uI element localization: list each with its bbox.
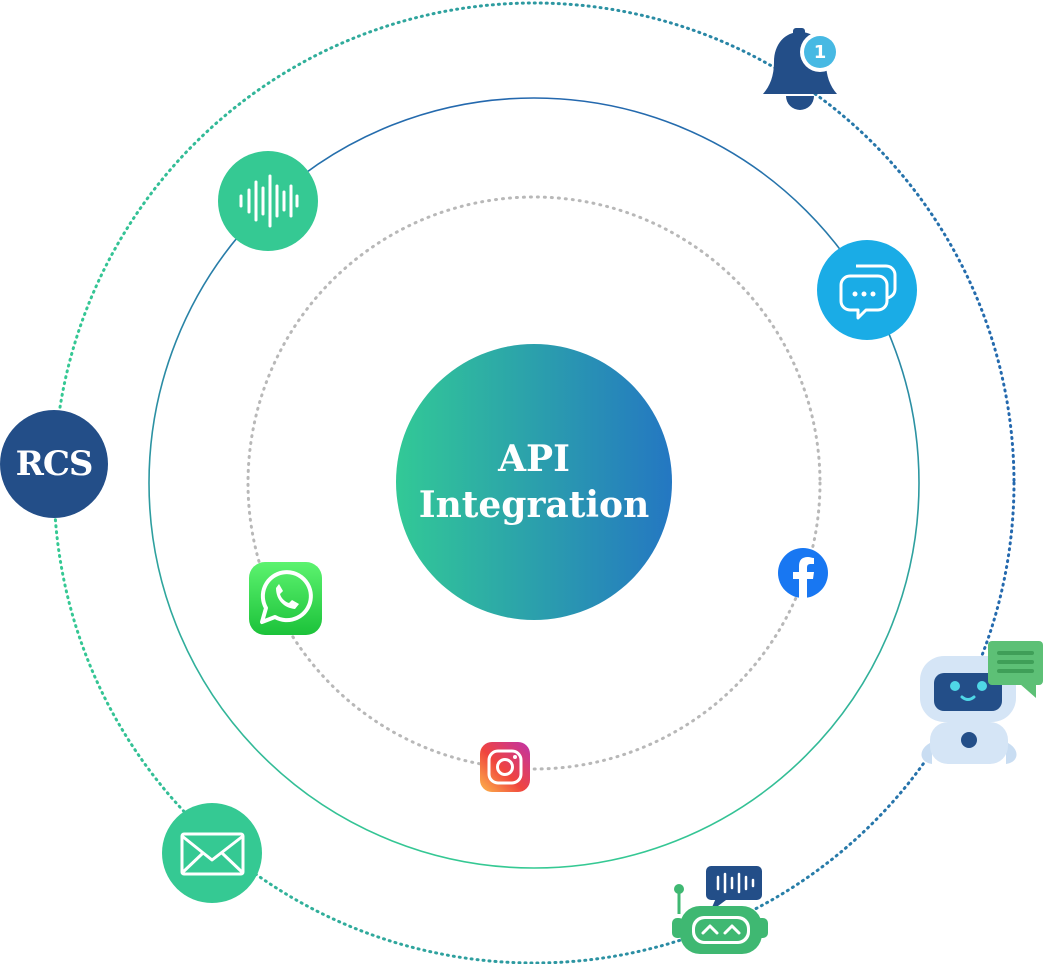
rcs-badge [0, 410, 108, 518]
chatbot-icon [920, 641, 1043, 764]
whatsapp-icon [249, 562, 322, 635]
voice-bot-icon [672, 866, 768, 954]
middle-orbit [148, 97, 920, 869]
chat-bubbles-icon [817, 240, 917, 340]
center-circle [396, 344, 672, 620]
center-title: API Integration [396, 344, 672, 620]
facebook-icon [778, 548, 828, 598]
center-title-line1: API [498, 438, 570, 480]
email-icon [162, 803, 262, 903]
sound-wave-icon [218, 151, 318, 251]
inner-orbit [246, 195, 822, 771]
center-title-line2: Integration [418, 484, 650, 526]
notification-count-badge: 1 [813, 41, 827, 63]
notification-bell-icon [763, 28, 840, 110]
rcs-label: RCS [15, 444, 94, 484]
instagram-icon [480, 742, 530, 792]
